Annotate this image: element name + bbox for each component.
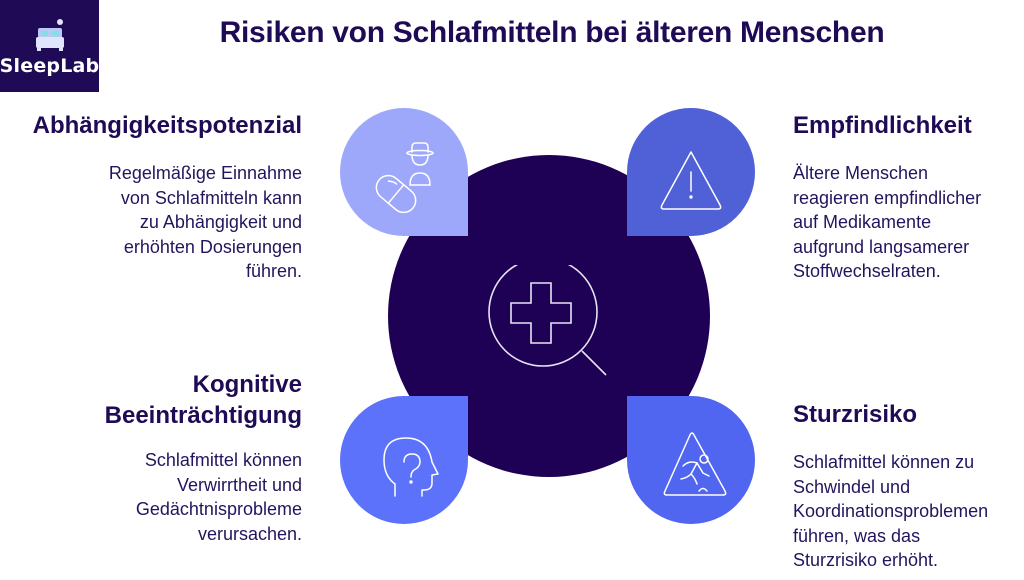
description-line: auf Medikamente <box>793 212 932 232</box>
sleeplab-logo[interactable]: SleepLab <box>0 0 99 92</box>
bed-icon <box>35 18 64 51</box>
description-line: Verwirrtheit und <box>176 474 302 495</box>
risk-heading-dependency: Abhängigkeitspotenzial <box>32 112 302 139</box>
description-line: Regelmäßige Einnahme <box>108 163 302 183</box>
page-title: Risiken von Schlafmitteln bei älteren Me… <box>219 16 885 49</box>
description-line: von Schlafmitteln kann <box>120 187 302 208</box>
description-line: erhöhten Dosierungen <box>123 236 302 257</box>
description-line: Gedächtnisprobleme <box>135 499 302 519</box>
warning-triangle-icon <box>660 151 722 210</box>
risk-description-dependency: Regelmäßige Einnahme von Schlafmitteln k… <box>40 161 302 284</box>
heading-line: Beeinträchtigung <box>104 402 302 429</box>
brand-name: SleepLab <box>0 54 100 77</box>
petal-cognitive <box>340 396 468 524</box>
description-line: Schlafmittel können zu <box>793 452 975 472</box>
petal-fall-risk <box>627 396 755 524</box>
description-line: Schlafmittel können <box>144 450 302 470</box>
risk-heading-fall: Sturzrisiko <box>793 401 918 428</box>
risk-heading-cognitive: Kognitive Beeinträchtigung <box>40 369 302 431</box>
pill-and-person-icon <box>375 142 434 214</box>
description-line: Schwindel und <box>793 476 911 497</box>
risk-description-sensitivity: Ältere Menschen reagieren empfindlicher … <box>793 161 1018 284</box>
magnifier-medical-cross-icon <box>488 265 607 376</box>
heading-line: Kognitive <box>192 371 302 398</box>
description-line: Stoffwechselraten. <box>793 261 941 281</box>
description-line: führen. <box>245 261 302 281</box>
description-line: führen, was das <box>793 525 921 546</box>
description-line: Ältere Menschen <box>793 163 929 183</box>
risk-heading-sensitivity: Empfindlichkeit <box>793 112 972 139</box>
description-line: zu Abhängigkeit und <box>139 212 302 232</box>
falling-person-sign-icon <box>663 432 727 496</box>
petal-dependency <box>340 108 468 236</box>
description-line: aufgrund langsamerer <box>793 236 970 257</box>
petal-sensitivity <box>627 108 755 236</box>
description-line: reagieren empfindlicher <box>793 187 982 208</box>
description-line: Sturzrisiko erhöht. <box>793 550 939 570</box>
description-line: verursachen. <box>197 523 302 544</box>
risk-description-fall: Schlafmittel können zu Schwindel und Koo… <box>793 450 1021 573</box>
risk-description-cognitive: Schlafmittel können Verwirrtheit und Ged… <box>40 448 302 546</box>
head-question-icon <box>383 437 439 497</box>
description-line: Koordinationsproblemen <box>793 501 989 521</box>
